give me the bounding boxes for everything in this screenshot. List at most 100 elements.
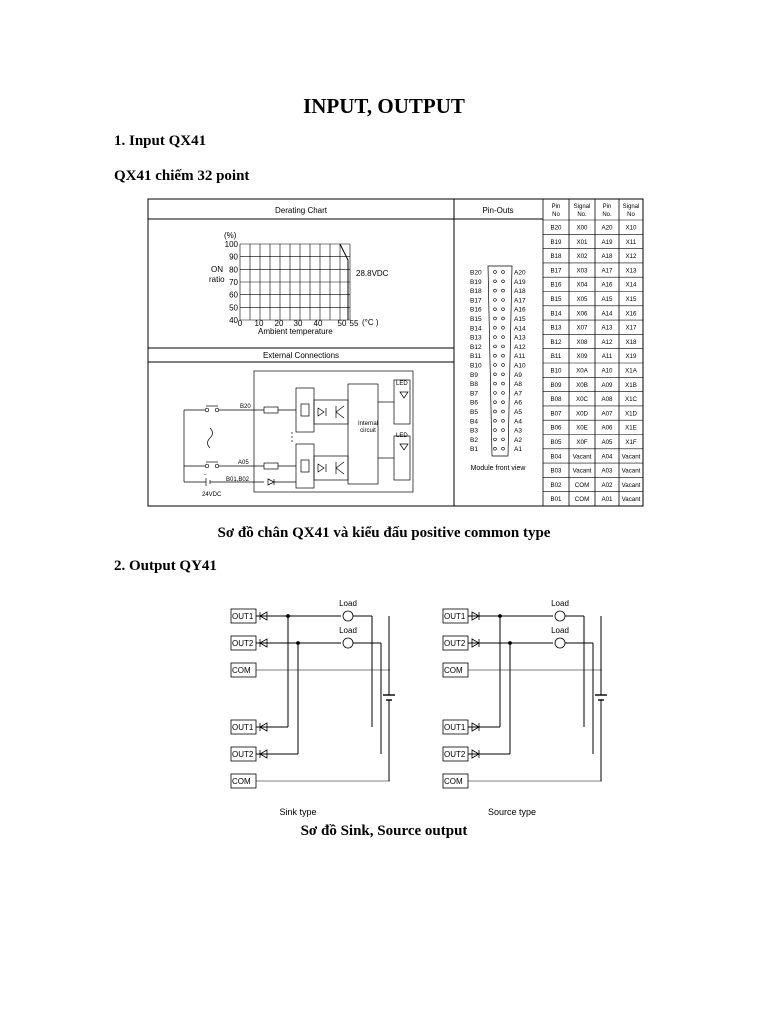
connector-pin-dot (501, 400, 505, 404)
table-cell: B15 (550, 296, 562, 303)
table-cell: Vacant (622, 482, 641, 489)
junction-dot (508, 641, 512, 645)
connector-pin-b: B13 (470, 335, 482, 342)
load-label: Load (551, 626, 569, 635)
connector-pin-dot (493, 279, 497, 283)
qx41-frame (147, 198, 644, 507)
connector-pin-b: B17 (470, 297, 482, 304)
table-header-cell: No (552, 212, 560, 218)
derating-curve (339, 243, 349, 320)
connector-pin-a: A17 (514, 297, 526, 304)
table-header-cell: No. (577, 212, 587, 218)
connector-pin-dot (501, 326, 505, 330)
table-header-cell: Pin (603, 204, 612, 210)
table-cell: X13 (625, 267, 637, 274)
table-cell: X15 (625, 296, 637, 303)
table-cell: A07 (601, 410, 613, 417)
connector-pin-dot (501, 447, 505, 451)
connector-pin-dot (493, 400, 497, 404)
table-cell: X11 (626, 239, 637, 246)
connector-pin-a: A18 (514, 288, 526, 295)
table-cell: X1A (625, 368, 638, 375)
connector-pin-dot (501, 307, 505, 311)
module-front-view-label: Module front view (471, 465, 527, 472)
terminal-box (230, 635, 257, 651)
connector-pin-a: A12 (514, 344, 526, 351)
table-cell: A01 (601, 496, 613, 503)
table-cell: A17 (601, 267, 613, 274)
table-cell: B07 (550, 410, 562, 417)
table-cell: B13 (550, 325, 562, 332)
connector-pin-b: B5 (470, 409, 478, 416)
terminal-label-out2: OUT2 (232, 750, 254, 759)
diode-icon (471, 638, 480, 648)
junction-dot (286, 614, 290, 618)
terminal-box (442, 635, 469, 651)
connector-pin-dot (501, 428, 505, 432)
connector-pin-b: B4 (470, 418, 478, 425)
connector-pin-dot (493, 298, 497, 302)
table-cell: X18 (625, 339, 637, 346)
connector-pin-a: A3 (514, 428, 522, 435)
24vdc-label: 24VDC (202, 492, 222, 498)
connector-pin-dot (501, 363, 505, 367)
connector-pin-dot (493, 447, 497, 451)
connector-pin-b: B12 (470, 344, 482, 351)
table-cell: B18 (550, 253, 562, 260)
connector-pin-a: A7 (514, 390, 522, 397)
connector-pin-dot (493, 381, 497, 386)
table-cell: Vacant (622, 468, 641, 475)
table-cell: A08 (601, 396, 613, 403)
terminal-box (230, 662, 257, 678)
table-cell: A12 (601, 339, 613, 346)
table-header-cell: Pin (552, 204, 561, 210)
table-cell: B06 (550, 425, 562, 432)
connector-pin-a: A6 (514, 400, 522, 407)
table-header-cell: Signal (623, 204, 640, 210)
diode-icon (471, 611, 480, 621)
pinouts-title: Pin-Outs (482, 206, 513, 215)
connector-pin-b: B7 (470, 390, 478, 397)
connector-pin-dot (501, 335, 505, 339)
connector-pin-dot (501, 279, 505, 283)
terminal-label-out1: OUT1 (232, 612, 254, 621)
connector-pin-dot (493, 409, 497, 414)
diode-icon (471, 722, 480, 732)
terminal-box (442, 719, 469, 735)
terminal-label-out1: OUT1 (444, 612, 466, 621)
section-output-heading: 2. Output QY41 (114, 558, 217, 574)
y-tick-label: 90 (229, 253, 238, 262)
table-cell: A03 (601, 468, 613, 475)
connector-pin-a: A14 (514, 325, 526, 332)
terminal-label-com: COM (232, 666, 251, 675)
diode-icon (259, 611, 268, 621)
connector-pin-dot (501, 437, 505, 442)
table-cell: X12 (625, 253, 637, 260)
table-header-cell: No. (602, 212, 612, 218)
diode-icon (471, 749, 480, 759)
connector-pin-dot (493, 326, 497, 330)
x-tick-label: 0 (238, 319, 243, 328)
table-cell: A05 (601, 439, 613, 446)
table-cell: A11 (602, 353, 613, 360)
connector-pin-dot (501, 288, 505, 293)
terminal-label-out2: OUT2 (444, 750, 466, 759)
internal-circuit-label-2: circuit (360, 428, 376, 434)
table-cell: Vacant (622, 453, 641, 460)
table-cell: X1C (625, 396, 638, 403)
terminal-label-com: COM (232, 777, 251, 786)
table-cell: B14 (550, 310, 562, 317)
load-icon (554, 610, 566, 622)
load-icon (342, 610, 354, 622)
connector-pin-dot (501, 298, 505, 302)
connector-pin-dot (501, 391, 505, 395)
table-cell: Vacant (573, 468, 592, 475)
connector-pin-a: A1 (514, 446, 522, 453)
connector-pin-dot (501, 344, 505, 349)
